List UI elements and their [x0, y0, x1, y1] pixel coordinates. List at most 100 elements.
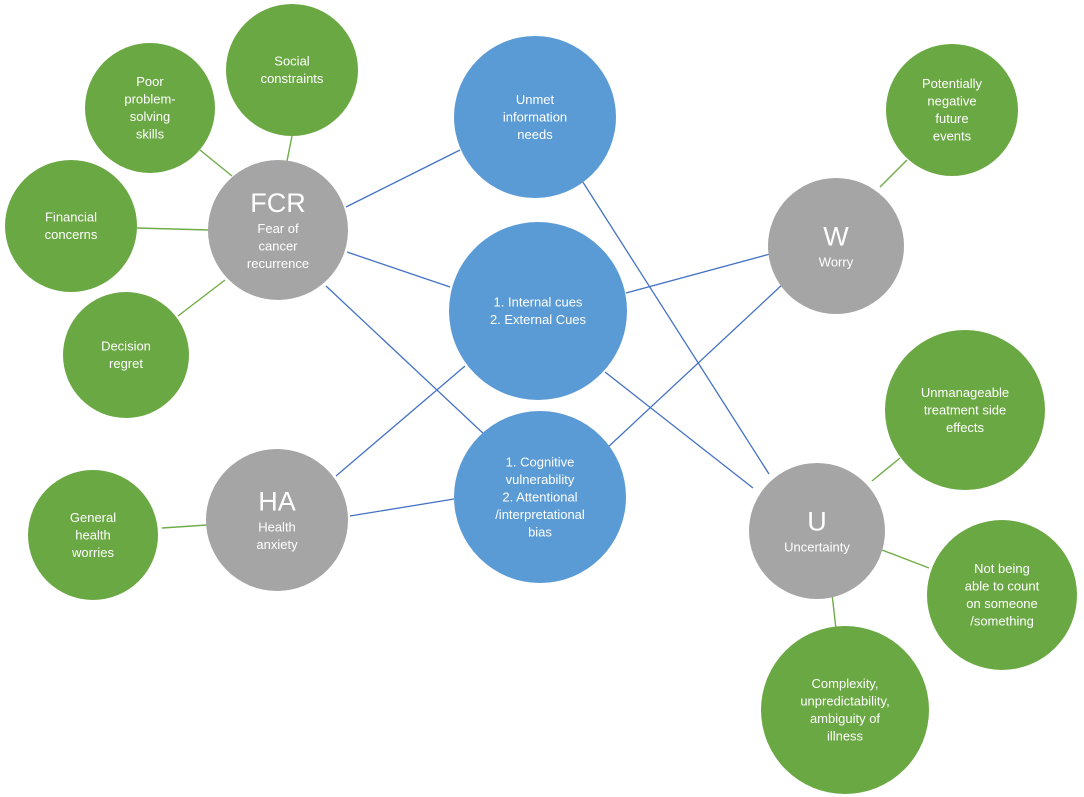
node-label-line: Uncertainty [784, 539, 850, 554]
node-fcr: FCR Fear of cancer recurrence [208, 160, 348, 300]
node-label-line: 1. Cognitive [506, 454, 575, 469]
node-abbreviation: FCR [250, 188, 306, 218]
node-label-line: illness [827, 729, 864, 744]
edge-count-on-u [881, 549, 930, 569]
node-circle [454, 36, 616, 198]
node-label-line: regret [109, 356, 143, 371]
node-label-line: Unmanageable [921, 385, 1009, 400]
node-circle [63, 292, 189, 418]
node-label-line: Financial [45, 210, 97, 225]
node-label-line: solving [130, 109, 170, 124]
node-label-line: able to count [965, 579, 1040, 594]
node-label-line: skills [136, 127, 165, 142]
edge-ha-cues [335, 365, 466, 477]
node-label-line: health [75, 527, 110, 542]
node-general-health: General health worries [28, 470, 158, 600]
node-label-line: Not being [974, 561, 1030, 576]
node-label-line: cancer [258, 238, 298, 253]
edge-ha-cognitive [349, 498, 455, 517]
edge-fcr-unmet [345, 149, 461, 208]
node-label-line: effects [946, 420, 985, 435]
node-label-line: problem- [124, 92, 175, 107]
edge-financial-fcr [136, 227, 210, 231]
edge-complexity-u [831, 593, 837, 630]
edge-social-fcr [286, 135, 293, 162]
node-abbreviation: W [823, 221, 849, 251]
node-label-line: 2. Attentional [502, 489, 577, 504]
node-circle [761, 626, 929, 794]
node-circle [226, 4, 358, 136]
node-label-line: Complexity, [812, 676, 879, 691]
node-circle [206, 449, 348, 591]
node-label-line: /interpretational [495, 507, 585, 522]
node-problem-solving: Poor problem-solving skills [85, 43, 215, 173]
edge-general-health-ha [161, 524, 208, 529]
node-label-line: ambiguity of [810, 711, 880, 726]
node-label-line: /something [970, 614, 1034, 629]
node-label-line: Fear of [257, 221, 299, 236]
node-label-line: events [933, 129, 972, 144]
node-label-line: 2. External Cues [490, 312, 587, 327]
node-label-line: constraints [261, 71, 324, 86]
node-label-line: Decision [101, 339, 151, 354]
node-label-line: concerns [45, 227, 98, 242]
node-label-line: information [503, 109, 567, 124]
edge-unmet-u [578, 175, 770, 475]
node-label-line: future [935, 111, 968, 126]
node-abbreviation: U [807, 506, 827, 536]
node-circle [927, 520, 1077, 670]
node-label-line: Potentially [922, 76, 982, 91]
node-circle [28, 470, 158, 600]
node-label-line: needs [517, 127, 553, 142]
node-w: W Worry [768, 178, 904, 314]
connector-lines [136, 135, 930, 630]
node-label-line: bias [528, 524, 552, 539]
edge-cognitive-w [606, 282, 785, 449]
node-label-line: unpredictability, [800, 694, 889, 709]
node-label-line: Poor [136, 74, 164, 89]
node-label-line: vulnerability [506, 472, 575, 487]
node-circle [749, 463, 885, 599]
node-u: U Uncertainty [749, 463, 885, 599]
node-social: Social constraints [226, 4, 358, 136]
edge-fcr-cognitive [325, 285, 487, 437]
node-label-line: Worry [819, 254, 854, 269]
edge-side-effects-u [871, 457, 901, 482]
node-circle [768, 178, 904, 314]
node-circle [886, 44, 1018, 176]
node-circle [85, 43, 215, 173]
edge-fcr-cues [346, 251, 451, 288]
node-financial: Financial concerns [5, 160, 137, 292]
edge-future-events-w [879, 159, 908, 188]
node-label-line: Unmet [516, 92, 555, 107]
node-label-line: treatment side [924, 402, 1006, 417]
node-label-line: General [70, 510, 116, 525]
edge-cues-w [625, 253, 771, 294]
edge-cues-u [604, 371, 754, 489]
node-future-events: Potentially negative future events [886, 44, 1018, 176]
node-circle [208, 160, 348, 300]
node-label-line: on someone [966, 596, 1038, 611]
node-label-line: Health [258, 520, 296, 535]
node-label-line: anxiety [256, 537, 298, 552]
node-label-line: negative [927, 94, 976, 109]
node-count-on: Not being able to count on someone/somethi… [927, 520, 1077, 670]
node-cognitive: 1. Cognitive vulnerability 2. Attentional /… [454, 411, 626, 583]
node-circle [5, 160, 137, 292]
node-side-effects: Unmanageable treatment side effects [885, 330, 1045, 490]
node-complexity: Complexity, unpredictability, ambiguity of… [761, 626, 929, 794]
node-label-line: Social [274, 54, 310, 69]
edge-decision-fcr [177, 279, 226, 317]
node-unmet: Unmet information needs [454, 36, 616, 198]
node-label-line: recurrence [247, 256, 309, 271]
node-decision: Decision regret [63, 292, 189, 418]
node-circle [454, 411, 626, 583]
node-label-line: worries [71, 545, 114, 560]
node-circle [449, 222, 627, 400]
edge-problem-solving-fcr [199, 149, 233, 177]
node-circle [885, 330, 1045, 490]
